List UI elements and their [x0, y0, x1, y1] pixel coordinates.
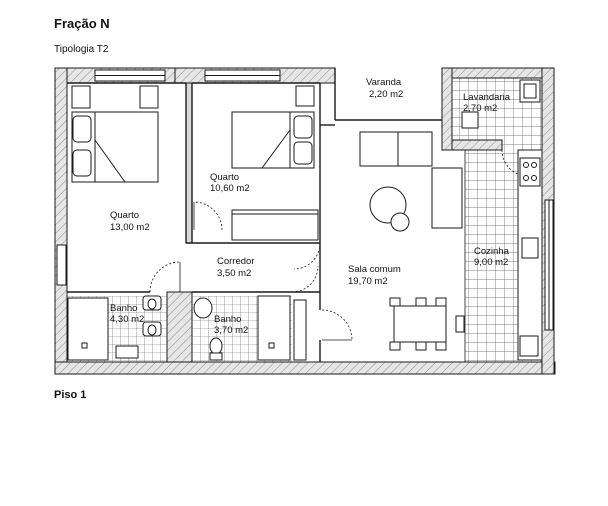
armchair [431, 167, 463, 229]
wall-bath-divider [166, 291, 193, 363]
room-sala-name: Sala comum [348, 264, 401, 275]
bed-quarto-1 [231, 85, 319, 241]
door-corredor-sala [293, 242, 321, 270]
door-quarto-1 [193, 201, 223, 231]
dining-table [393, 305, 447, 343]
interior-walls [67, 68, 466, 362]
kitchen-counter [517, 149, 543, 361]
room-banho-2-name: Banho [214, 314, 241, 325]
room-cozinha-name: Cozinha [474, 246, 510, 257]
wall-lavandaria-bottom [451, 139, 503, 151]
room-corredor-name: Corredor [217, 256, 255, 267]
room-lavandaria-name: Lavandaria [463, 92, 511, 103]
wall-left [54, 67, 68, 374]
window-left [56, 244, 67, 286]
room-quarto-1-name: Quarto [210, 172, 239, 183]
room-lavandaria-area: 2,70 m2 [463, 103, 497, 114]
room-varanda-area: 2,20 m2 [369, 89, 403, 100]
door-banho-2 [291, 265, 319, 293]
wall-quarto-divider [185, 82, 193, 244]
plan-subtitle: Tipologia T2 [54, 44, 109, 55]
room-varanda-name: Varanda [366, 77, 402, 88]
door-entrance [321, 309, 353, 341]
laundry-fixtures [461, 79, 541, 129]
windows [56, 69, 554, 331]
room-quarto-2-name: Quarto [110, 210, 139, 221]
plan-title: Fração N [54, 16, 110, 31]
room-banho-1-area: 4,30 m2 [110, 314, 144, 325]
fixtures-banho-2 [193, 295, 307, 361]
bed-quarto-2 [71, 85, 159, 183]
room-quarto-1-area: 10,60 m2 [210, 183, 250, 194]
sofa [359, 131, 433, 167]
floor-label: Piso 1 [54, 389, 87, 401]
fixtures-banho-1 [67, 295, 162, 361]
room-cozinha-area: 9,00 m2 [474, 257, 508, 268]
wall-varanda-right [441, 67, 453, 151]
door-quarto-2 [149, 261, 181, 293]
room-quarto-2-area: 13,00 m2 [110, 222, 150, 233]
wall-bottom [54, 361, 556, 375]
room-corredor-area: 3,50 m2 [217, 268, 251, 279]
furniture-sala [359, 131, 465, 351]
room-banho-1-name: Banho [110, 303, 137, 314]
room-sala-area: 19,70 m2 [348, 276, 388, 287]
wall-top-right [441, 67, 555, 79]
room-banho-2-area: 3,70 m2 [214, 325, 248, 336]
room-labels: Varanda 2,20 m2 Lavandaria 2,70 m2 Quart… [110, 77, 511, 336]
